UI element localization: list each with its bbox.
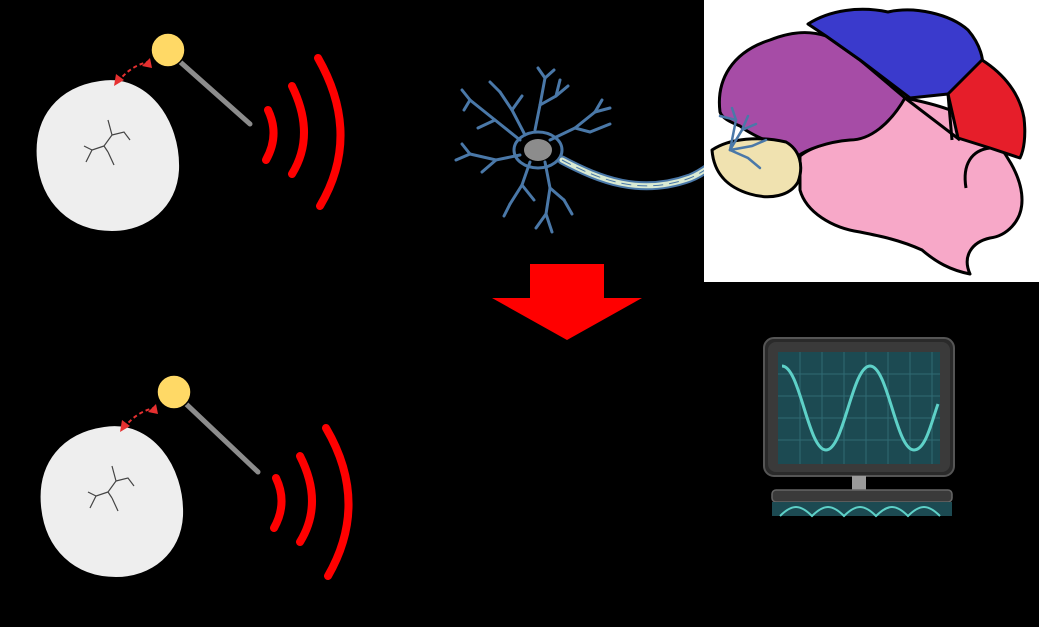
brain-icon — [710, 7, 1027, 276]
sound-waves-icon — [270, 424, 353, 580]
axon-terminal-icon — [718, 106, 768, 170]
monitor-stand — [852, 476, 866, 492]
top-tapping-scene — [34, 32, 345, 234]
neuron-icon — [454, 66, 612, 234]
crack-icon — [87, 465, 135, 512]
tap-arrow-icon — [114, 58, 152, 86]
tap-arrow-icon — [120, 404, 158, 432]
brain-frontal-lobe — [717, 31, 907, 158]
monitor-base — [771, 489, 953, 503]
down-arrow-icon — [492, 264, 642, 340]
egg-icon — [38, 424, 186, 580]
sine-wave — [781, 364, 940, 452]
tapper-stick-icon — [156, 374, 261, 475]
sound-waves-icon — [262, 54, 345, 210]
oscilloscope-monitor-icon — [763, 337, 955, 518]
bottom-tapping-scene — [38, 374, 353, 580]
neuron-soma — [524, 139, 552, 161]
brain-occipital-lobe — [946, 58, 1027, 160]
egg-icon — [34, 78, 182, 234]
crack-icon — [83, 119, 131, 166]
tapper-stick-icon — [150, 32, 253, 127]
monitor-screen — [778, 352, 940, 464]
